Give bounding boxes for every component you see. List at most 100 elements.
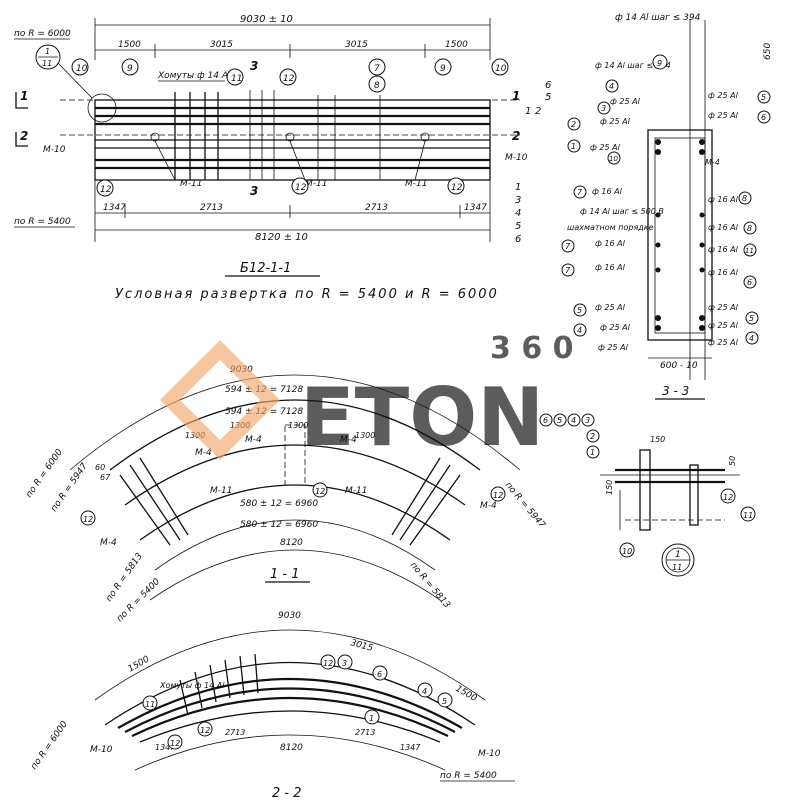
label-left: ф 16 Al (595, 239, 626, 248)
section-1-1: 9030 594 ± 12 = 7128 594 ± 12 = 7128 580… (24, 365, 547, 624)
leader (154, 140, 176, 181)
label-right: ф 25 Al (708, 303, 739, 312)
bottom-dim: 1347 (155, 743, 176, 752)
callout: 6 (543, 416, 548, 425)
callout: 5 (749, 314, 754, 323)
m11-label: М-11 (305, 179, 327, 189)
callout (80, 510, 96, 526)
stack-item: 2 (535, 106, 541, 117)
inner-dim: 594 ± 12 = 7128 (225, 407, 303, 417)
stack-item: 6 (545, 80, 551, 91)
callout-text: 12 (83, 515, 93, 524)
m-label: М-11 (210, 486, 232, 496)
callout: 6 (377, 670, 382, 679)
m-label: М-4 (340, 435, 357, 445)
callout: 10 (76, 64, 88, 74)
m-label: М-4 (480, 501, 497, 511)
bottom-dim: 8120 ± 10 (255, 232, 308, 243)
anchor-bar (689, 464, 699, 526)
callout: 9 (127, 64, 133, 74)
m11-label: М-11 (180, 179, 202, 189)
stack-item: 6 (515, 234, 521, 245)
small-dim: 1300 (288, 421, 308, 430)
section11-title: 1 - 1 (270, 567, 300, 582)
section33-callouts: 9 4 3 2 1 10 7 7 7 5 4 5 6 8 8 11 6 5 4 (561, 54, 771, 345)
leader (289, 140, 306, 181)
callout: 12 (723, 493, 733, 502)
dim-arc (69, 374, 521, 471)
detail-callouts: 6 5 4 3 2 1 12 11 10 (539, 413, 756, 558)
label-right: ф 25 Al (708, 111, 739, 120)
top-dim: 9030 ± 10 (240, 14, 293, 25)
span-dim: 8120 (280, 538, 303, 548)
section-outline (647, 129, 713, 341)
m-label: М-4 (195, 448, 212, 458)
dim-arc (149, 549, 441, 601)
detail-mark-den: 11 (42, 59, 52, 68)
inner-dim: 580 ± 12 = 6960 (240, 499, 318, 509)
callout-text: 12 (315, 487, 325, 496)
callout: 12 (295, 183, 307, 193)
detail-title-num: 1 (675, 550, 681, 560)
section22-stirrups (179, 653, 259, 716)
inner-arc (139, 710, 441, 743)
section22-callouts: 11 12 12 12 3 6 4 5 1 (142, 654, 453, 750)
callout: 12 (451, 183, 463, 193)
bottom-dim: 2713 (355, 728, 375, 737)
anchor-bar (639, 449, 651, 531)
m10-left: М-10 (90, 745, 113, 755)
section11-stirrups (119, 424, 461, 546)
rebar-arc (131, 697, 449, 737)
callout: 12 (323, 659, 333, 668)
callout: 7 (374, 64, 380, 74)
callout: 12 (100, 185, 112, 195)
dim-bot-2: 2713 (200, 203, 223, 213)
label-left: ф 25 Al (610, 97, 641, 106)
callout: 4 (609, 82, 614, 91)
m10-left: М-10 (43, 145, 66, 155)
detail-title-den: 11 (672, 563, 682, 572)
dim-top-3: 3015 (345, 40, 368, 50)
m-label: М-11 (345, 486, 367, 496)
radius-label: по R = 5813 (408, 561, 452, 611)
callout-text: 12 (493, 491, 503, 500)
radius-label: по R = 5400 (440, 771, 497, 781)
bottom-dim: 2713 (225, 728, 245, 737)
outer-arc (109, 399, 481, 471)
m-label: М-4 (245, 435, 262, 445)
callout: 3 (585, 416, 590, 425)
cut-1-left: 1 (20, 89, 28, 103)
callout: 10 (609, 155, 618, 163)
callout: 4 (422, 687, 427, 696)
callout (312, 482, 328, 498)
small-dim: 60 (95, 463, 105, 472)
dim: 3015 (349, 638, 374, 654)
callout: 9 (657, 59, 662, 68)
top-dim: 9030 (230, 365, 253, 375)
callout: 10 (622, 547, 632, 556)
detail-dim: 150 (605, 480, 614, 495)
callout: 5 (761, 93, 766, 102)
label-left: ф 25 Al (598, 343, 629, 352)
stack-item: 5 (515, 221, 521, 232)
stirrup-outline (654, 137, 706, 334)
callout: 2 (571, 120, 576, 129)
callout: 7 (565, 242, 571, 251)
callout: 4 (749, 334, 754, 343)
section22-title: 2 - 2 (272, 786, 302, 800)
detail-zone (87, 93, 117, 123)
dim-arc (134, 734, 446, 771)
span-dim: 8120 (280, 743, 303, 753)
label-right: ф 16 Al (708, 245, 739, 254)
callout: 9 (440, 64, 446, 74)
inner-dim: 594 ± 12 = 7128 (225, 385, 303, 395)
elevation-callouts: 10 9 12 11 12 7 8 12 9 10 12 (71, 58, 509, 197)
callout: 12 (283, 74, 295, 84)
callout: 12 (170, 739, 180, 748)
dim-top-1: 1500 (118, 40, 141, 50)
label-left: ф 16 Al (595, 263, 626, 272)
label-left: ф 16 Al (592, 187, 623, 196)
callout: 8 (374, 81, 380, 91)
callout (490, 486, 506, 502)
